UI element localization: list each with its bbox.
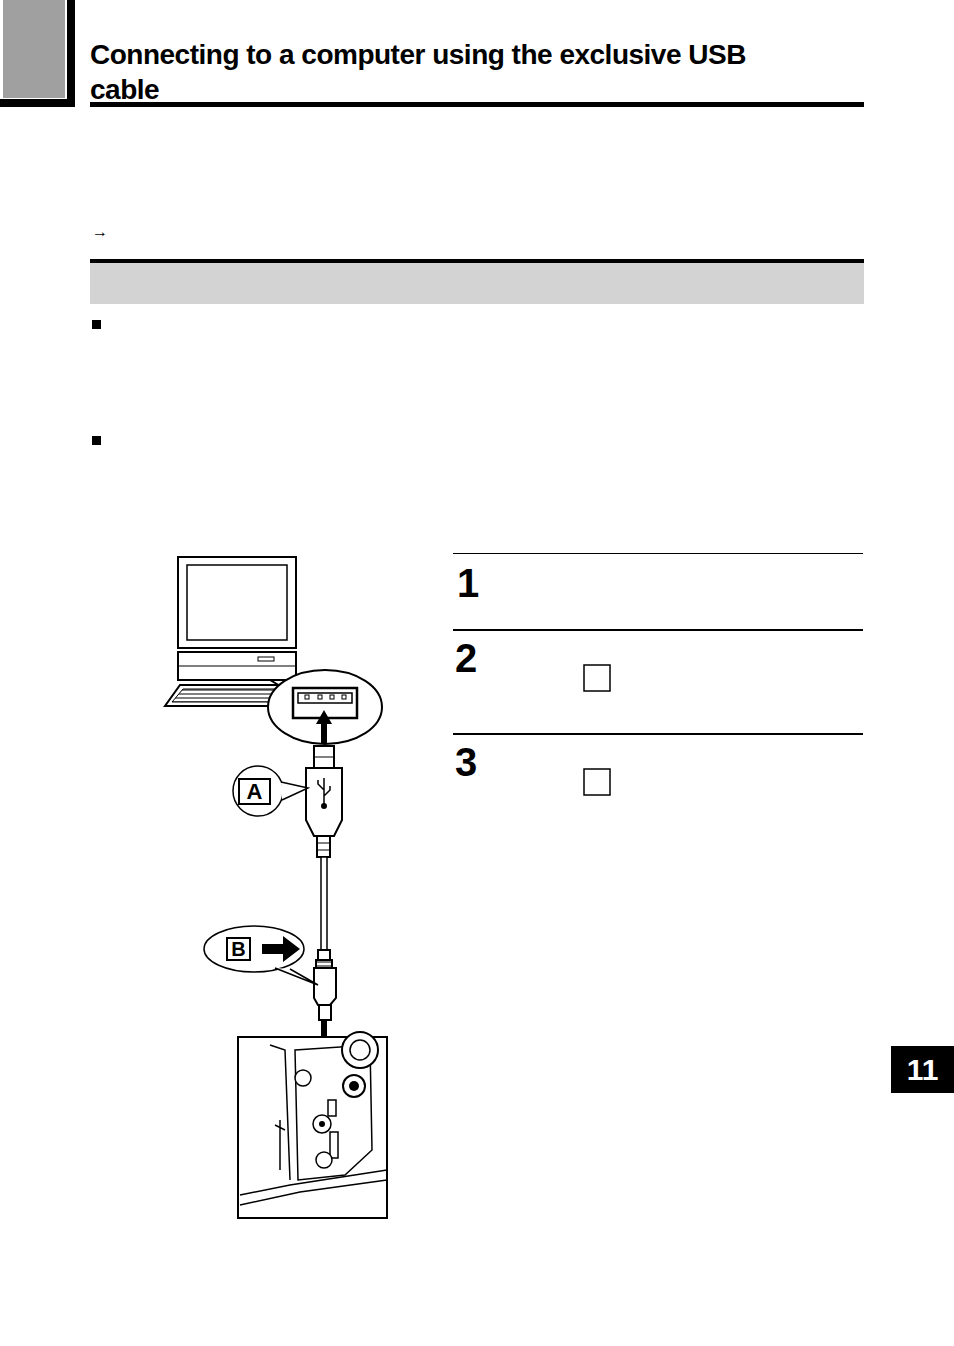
page-title: Connecting to a computer using the exclu…: [90, 37, 790, 107]
step-rule: [453, 629, 863, 631]
header-tab: [3, 0, 65, 98]
step-number: 2: [455, 638, 477, 678]
computer: [165, 557, 296, 706]
step-rule: [453, 553, 863, 554]
callout-letter: B: [226, 937, 251, 961]
cable: [321, 857, 327, 950]
arrow-symbol: →: [92, 224, 108, 240]
insert-arrow: [316, 710, 332, 744]
callout-bubble: [204, 766, 318, 985]
header-bar: [0, 99, 75, 107]
bullet: [92, 320, 101, 329]
page-tab: [891, 1046, 954, 1093]
step-rule: [453, 733, 863, 735]
step-number: 3: [455, 742, 477, 782]
section-band: [90, 263, 864, 304]
callout-letter: A: [238, 778, 271, 805]
usb-port-detail: [268, 670, 382, 744]
usb-plug-a: [306, 746, 342, 857]
button-icon: [584, 665, 610, 691]
bullet: [92, 436, 101, 445]
camera-terminal-panel: [238, 1032, 387, 1218]
button-icon: [584, 769, 610, 795]
header-bar: [67, 0, 75, 107]
page-number: 11: [891, 1055, 954, 1085]
title-rule: [90, 102, 864, 107]
section-rule: [90, 259, 864, 263]
step-number: 1: [457, 563, 479, 603]
